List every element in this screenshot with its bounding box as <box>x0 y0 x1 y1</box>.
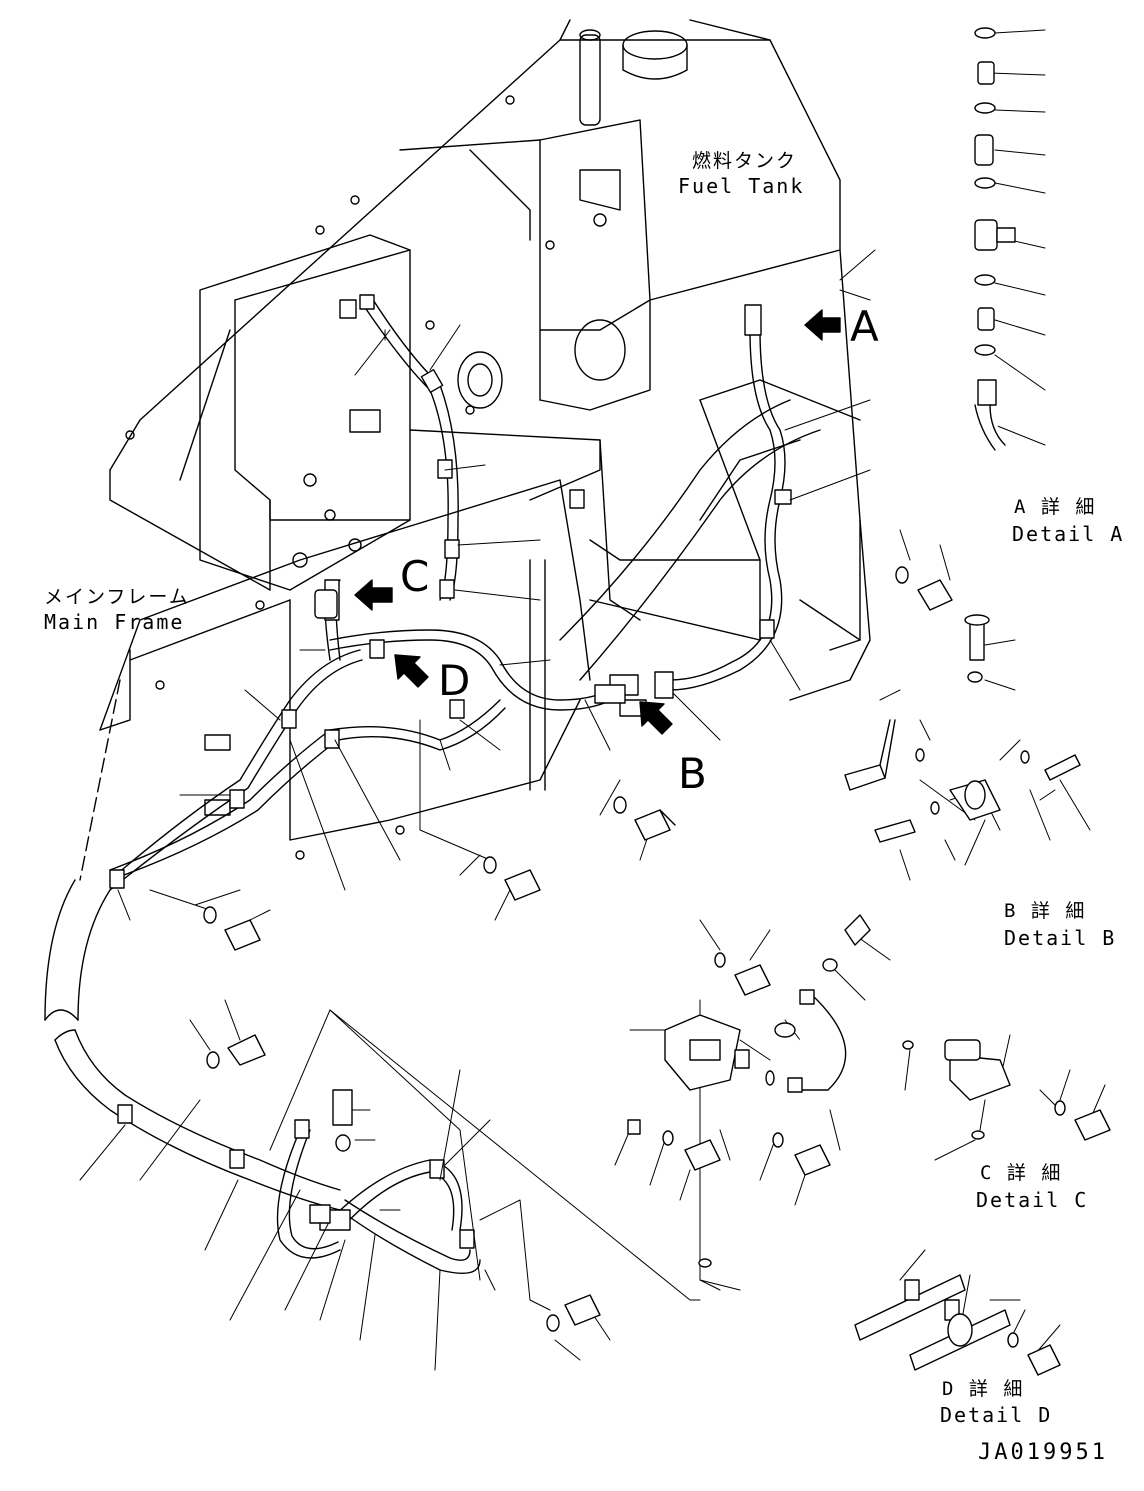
fuel-tank-outline <box>80 20 870 880</box>
arrow-a <box>805 310 840 340</box>
fuel-hoses <box>45 295 785 1273</box>
callout-b: B <box>678 749 707 798</box>
detail-d-label-jp: D 詳 細 <box>942 1378 1025 1400</box>
bolts-main <box>204 797 675 1331</box>
detail-b-label-jp: B 詳 細 <box>1004 900 1087 922</box>
detail-d-parts <box>855 1275 1060 1375</box>
detail-b-parts <box>845 615 1080 842</box>
arrow-c <box>355 580 392 610</box>
main-frame-label-jp: メインフレーム <box>44 586 190 608</box>
detail-d-label-en: Detail D <box>940 1403 1053 1427</box>
leader-lines <box>80 30 1105 1370</box>
arrow-b <box>640 702 672 734</box>
arrow-d <box>395 655 428 687</box>
callout-arrows <box>355 310 840 734</box>
fuel-tank-label-en: Fuel Tank <box>678 174 805 198</box>
detail-a-mount <box>896 567 952 610</box>
detail-c-label-en: Detail C <box>976 1188 1089 1212</box>
detail-b-label-en: Detail B <box>1004 926 1117 950</box>
main-fittings <box>295 295 673 1223</box>
filter-bracket-parts <box>628 915 870 1267</box>
callout-c: C <box>400 552 430 601</box>
detail-c-label-jp: C 詳 細 <box>980 1162 1063 1184</box>
callout-a: A <box>850 302 879 351</box>
main-frame-label-en: Main Frame <box>44 610 185 634</box>
detail-a-label-en: Detail A <box>1012 522 1125 546</box>
fuel-tank-label-jp: 燃料タンク <box>692 150 798 172</box>
detail-a-parts <box>975 28 1015 450</box>
callout-d: D <box>438 656 471 705</box>
detail-c-parts <box>903 1040 1110 1140</box>
drawing-number: JA019951 <box>978 1440 1108 1465</box>
detail-a-label-jp: A 詳 細 <box>1014 496 1097 518</box>
